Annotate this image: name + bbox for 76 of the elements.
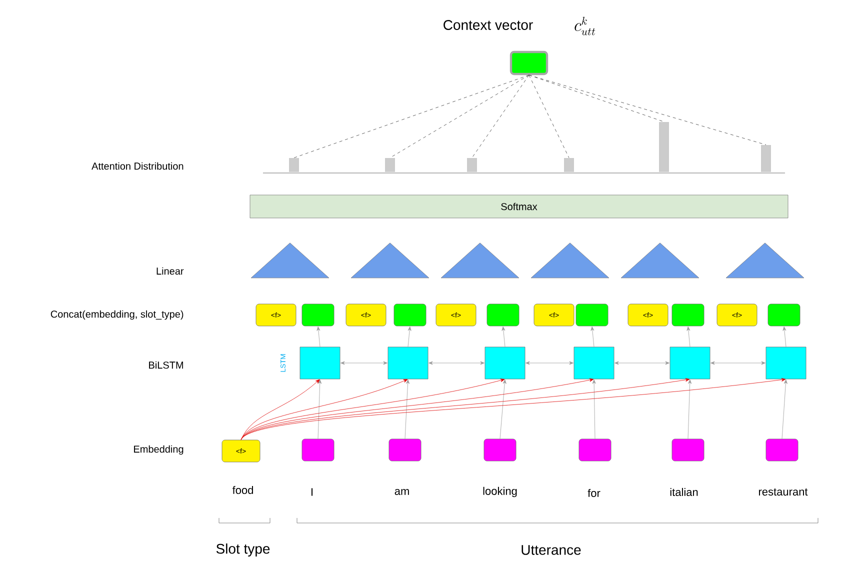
output-vector-box xyxy=(672,304,704,326)
word-embedding-box xyxy=(578,438,612,462)
attention-bar xyxy=(659,122,669,172)
arrow xyxy=(408,326,412,347)
curved-arrow xyxy=(240,378,594,440)
word-embedding-box xyxy=(766,438,798,462)
dashed-line xyxy=(390,74,530,158)
output-vector-box xyxy=(576,304,608,326)
word-label: am xyxy=(394,488,409,495)
word-embedding-box xyxy=(672,438,704,462)
row-label: Embedding xyxy=(134,445,184,455)
word-label: for xyxy=(588,488,600,498)
word-embedding-box xyxy=(484,438,516,462)
context-vector-box xyxy=(510,50,548,76)
curved-arrow xyxy=(240,378,786,440)
arrow xyxy=(590,326,594,347)
arrow xyxy=(404,380,410,439)
formula: $c_{utt}^{k}$ xyxy=(574,16,596,36)
linear-triangle xyxy=(250,242,330,278)
arrow xyxy=(782,326,786,347)
arrow xyxy=(500,380,506,439)
double-arrow xyxy=(526,361,574,365)
arrow xyxy=(688,380,692,439)
dashed-line xyxy=(294,74,530,158)
softmax-box: Softmax xyxy=(250,194,788,218)
attention-bar xyxy=(289,158,299,172)
output-vector-box xyxy=(768,304,800,326)
curved-arrow xyxy=(240,378,505,440)
dashed-line xyxy=(528,74,766,145)
word-label: restaurant xyxy=(758,488,808,496)
word-embedding-box xyxy=(302,438,334,462)
lstm-cell xyxy=(766,346,806,380)
attention-bar xyxy=(467,158,477,172)
output-vector-box xyxy=(486,304,520,326)
section-label: Utterance xyxy=(522,545,581,555)
row-label: BiLSTM xyxy=(149,361,183,369)
double-arrow xyxy=(710,361,766,365)
linear-triangle xyxy=(726,242,804,278)
arrow xyxy=(316,326,320,347)
arrow xyxy=(782,380,788,439)
attention-bar xyxy=(761,145,771,172)
section-label: Slot type xyxy=(216,543,270,557)
lstm-cell xyxy=(670,346,710,380)
node-caption: Context vector xyxy=(444,20,533,30)
arrow xyxy=(686,326,690,347)
dashed-line xyxy=(472,74,530,158)
attention-bar xyxy=(564,158,574,172)
curved-arrow xyxy=(240,379,408,440)
double-arrow xyxy=(614,361,670,365)
linear-triangle xyxy=(530,242,610,278)
word-label: italian xyxy=(670,488,698,496)
lstm-cell xyxy=(300,346,340,380)
lstm-cell xyxy=(388,346,428,380)
output-vector-box xyxy=(302,304,334,326)
word-label: I xyxy=(312,488,313,496)
row-label: Linear xyxy=(156,267,184,275)
arrow xyxy=(318,380,322,439)
output-vector-box xyxy=(394,304,426,326)
linear-triangle xyxy=(440,242,520,278)
row-label: Attention Distribution xyxy=(92,162,184,170)
row-label: Concat(embedding, slot_type) xyxy=(50,310,184,320)
linear-triangle xyxy=(620,242,700,278)
attention-bar xyxy=(385,158,395,172)
dashed-line xyxy=(528,74,570,158)
double-arrow xyxy=(428,361,484,365)
arrow xyxy=(592,380,596,439)
linear-triangle xyxy=(350,242,430,278)
arrow xyxy=(502,326,506,347)
word-label: looking xyxy=(483,486,517,498)
double-arrow xyxy=(340,361,388,365)
curved-arrow xyxy=(240,379,320,440)
dashed-line xyxy=(528,74,664,122)
lstm-cell xyxy=(574,346,614,380)
lstm-cell xyxy=(484,346,526,380)
word-embedding-box xyxy=(388,438,422,462)
word-label: food xyxy=(232,486,253,494)
